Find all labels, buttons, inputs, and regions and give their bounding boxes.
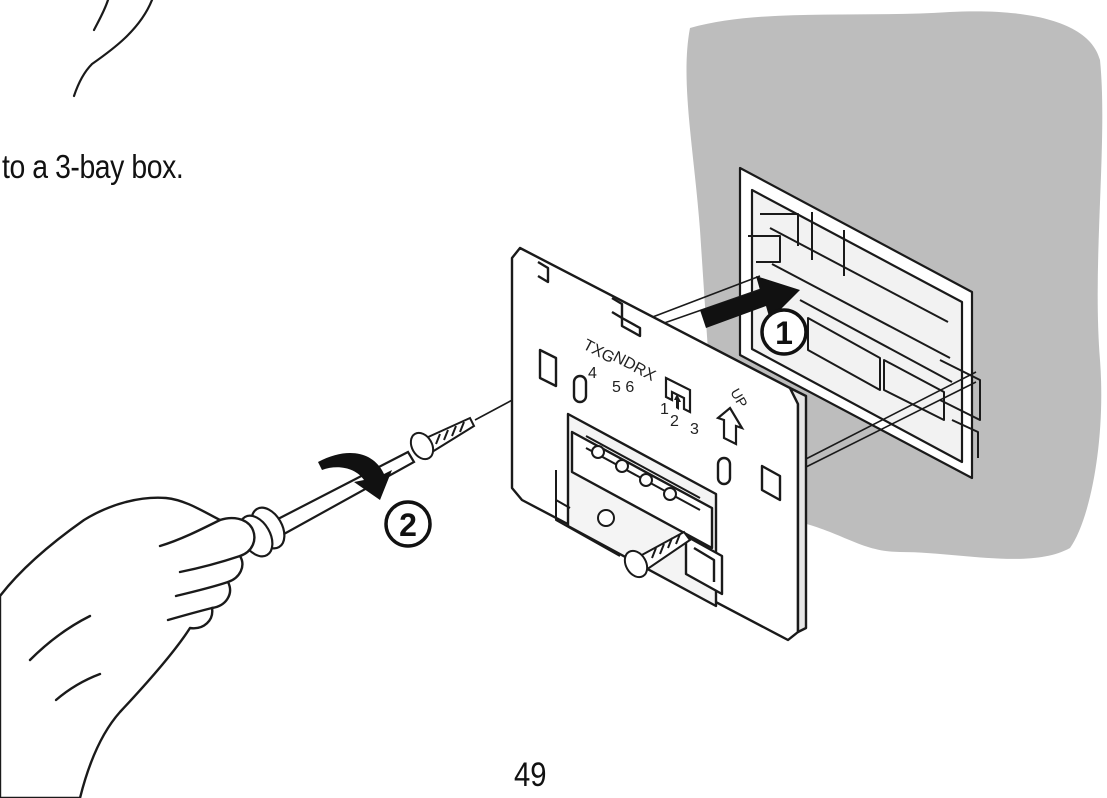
hand bbox=[0, 496, 256, 798]
mounting-plate bbox=[510, 246, 808, 642]
label-1: 1 bbox=[660, 401, 669, 418]
screw-left bbox=[409, 416, 476, 461]
step-1-marker: 1 bbox=[760, 308, 808, 356]
label-4: 4 bbox=[588, 365, 597, 382]
plate-icons bbox=[664, 376, 745, 446]
screw-right bbox=[623, 530, 692, 579]
label-3: 3 bbox=[690, 421, 699, 438]
hand-fragment-top bbox=[72, 0, 154, 98]
label-5-6: 5 6 bbox=[612, 379, 634, 396]
step-2-marker: 2 bbox=[384, 500, 432, 548]
label-2: 2 bbox=[670, 413, 679, 430]
step-2-number: 2 bbox=[399, 507, 417, 543]
step-1-number: 1 bbox=[775, 315, 793, 351]
instruction-caption: to a 3-bay box. bbox=[2, 148, 184, 185]
arrow-step-2 bbox=[318, 452, 392, 500]
up-arrow-icon bbox=[715, 406, 745, 446]
page-number: 49 bbox=[514, 756, 547, 794]
jack-icon bbox=[664, 376, 692, 414]
